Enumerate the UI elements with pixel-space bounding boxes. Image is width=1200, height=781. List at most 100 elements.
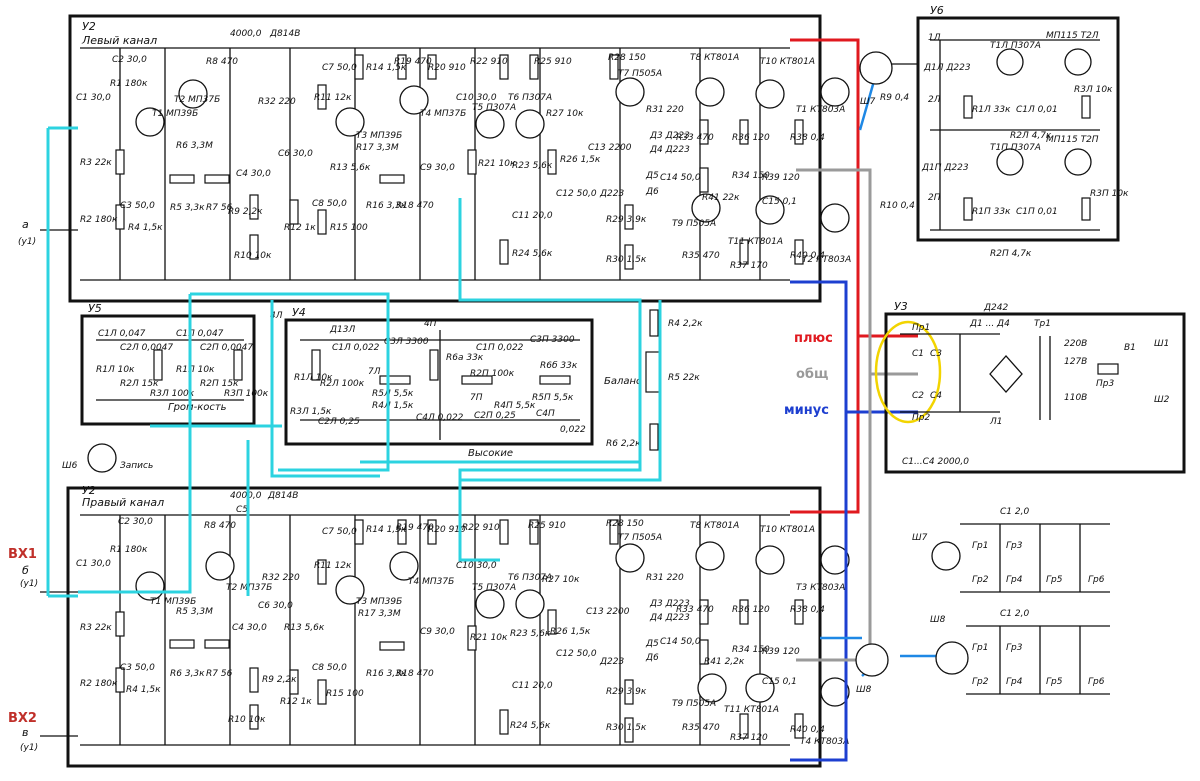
- left-res-label: R22 910: [470, 57, 508, 67]
- balance-r4-label: R4 2,2к: [668, 319, 703, 329]
- u6-part: R3Л 10к: [1074, 85, 1113, 95]
- u6-part: МП115 Т2Л: [1046, 31, 1099, 41]
- right-res-label: R41 2,2к: [704, 657, 745, 667]
- left-channel-board: У2 Левый канал: [68, 14, 851, 303]
- left-channel-title: Левый канал: [81, 34, 157, 47]
- sh7-label: Ш7: [912, 533, 928, 543]
- u5-part: R1Л 10к: [96, 365, 135, 375]
- right-res-label: R36 120: [732, 605, 770, 615]
- left-cap-label: С2 30,0: [112, 55, 147, 65]
- transistor-symbol: [135, 107, 165, 137]
- left-transistor-label: Т10 КТ801А: [760, 57, 815, 67]
- u4-part: R1Л 10к: [294, 373, 333, 383]
- right-cap-label: С4 30,0: [232, 623, 267, 633]
- u4-part: С4П: [536, 409, 555, 419]
- sh8-label: Ш8: [930, 615, 946, 625]
- balance-control-label: Баланс: [604, 376, 642, 387]
- balance-r6-label: R6 2,2к: [606, 439, 641, 449]
- output-sockets: Ш7 Ш8: [855, 51, 969, 695]
- right-misc-label: Д3 Д223: [649, 599, 690, 609]
- speaker-label: Гр1: [972, 541, 988, 551]
- left-transistor-label: Т5 П307А: [472, 103, 516, 113]
- right-res-label: R18 470: [396, 669, 434, 679]
- right-misc-label: Д814В: [267, 491, 298, 501]
- left-res-label: R29 3,9к: [606, 215, 647, 225]
- left-res-label: R4 1,5к: [128, 223, 163, 233]
- left-res-label: R27 10к: [546, 109, 584, 119]
- u6-part: R1Л 33к: [972, 105, 1011, 115]
- left-cap-label: С9 30,0: [420, 163, 455, 173]
- u4-part: С1Л 0,022: [332, 343, 380, 353]
- right-misc-label: Д223: [599, 657, 624, 667]
- right-res-label: R31 220: [646, 573, 684, 583]
- u4-part: R5Л 5,5к: [372, 389, 414, 399]
- u5-part: R3П 100к: [224, 389, 269, 399]
- sh2-label: Ш2: [1154, 395, 1170, 405]
- u6-part: R2П 4,7к: [990, 249, 1032, 259]
- left-cap-label: С8 50,0: [312, 199, 347, 209]
- u3-part: Пр3: [1096, 379, 1114, 389]
- u4-block: У4 4Л Д13Л С1Л 0,022 R1Л 10к R2Л 100к С2…: [270, 306, 594, 459]
- left-res-label: R30 1,5к: [606, 255, 647, 265]
- u3-part: С3: [930, 349, 942, 359]
- right-res-label: R1 180к: [110, 545, 148, 555]
- right-res-label: R28 150: [606, 519, 644, 529]
- left-res-label: R26 1,5к: [560, 155, 601, 165]
- left-transistor-label: Т4 МП37Б: [420, 109, 466, 119]
- speaker-label: Гр4: [1006, 575, 1023, 585]
- right-res-label: R11 12к: [314, 561, 352, 571]
- speaker-label: Гр4: [1006, 677, 1023, 687]
- u4-part: 4П: [424, 319, 437, 329]
- sh6-label: Ш6: [62, 461, 78, 471]
- u5-part: С1П 0,047: [176, 329, 224, 339]
- right-cap-label: С8 50,0: [312, 663, 347, 673]
- right-res-label: R13 5,6к: [284, 623, 325, 633]
- u4-part: 7П: [470, 393, 483, 403]
- right-res-label: R35 470: [682, 723, 720, 733]
- transistor-symbol: [515, 109, 545, 139]
- left-misc-label: Д223: [599, 189, 624, 199]
- left-res-label: R36 120: [732, 133, 770, 143]
- speaker-top-cap: С1 2,0: [1000, 507, 1029, 517]
- u6-part: С1П 0,01: [1016, 207, 1058, 217]
- left-transistor-label: Т1 КТ803А: [796, 105, 845, 115]
- right-res-label: R8 470: [204, 521, 236, 531]
- right-res-label: R37 120: [730, 733, 768, 743]
- right-res-label: R7 56: [206, 669, 233, 679]
- left-res-label: R2 180к: [80, 215, 118, 225]
- right-res-label: R32 220: [262, 573, 300, 583]
- right-transistor-label: Т9 П505А: [672, 699, 716, 709]
- left-cap-label: С11 20,0: [512, 211, 553, 221]
- left-transistor-label: Т9 П505А: [672, 219, 716, 229]
- input-v-label: в: [22, 726, 28, 739]
- left-res-label: R40 0,4: [790, 251, 825, 261]
- balance-r5-label: R5 22к: [668, 373, 700, 383]
- right-cap-label: С14 50,0: [660, 637, 701, 647]
- u4-part: R5П 5,5к: [532, 393, 574, 403]
- right-res-label: R27 10к: [542, 575, 580, 585]
- left-res-label: R18 470: [396, 201, 434, 211]
- right-channel-frame: [66, 486, 822, 768]
- u4-part: С2Л 0,25: [318, 417, 360, 427]
- left-res-label: R9 2,2к: [228, 207, 263, 217]
- u4-part: R4П 5,5к: [494, 401, 536, 411]
- u4-part: R6а 33к: [446, 353, 484, 363]
- right-res-label: R39 120: [762, 647, 800, 657]
- sh1-label: Ш1: [1154, 339, 1169, 349]
- u5-part: С1Л 0,047: [98, 329, 146, 339]
- diode-bridge-symbol: [989, 355, 1023, 393]
- u4-part: С4Л 0,022: [416, 413, 464, 423]
- transistor-symbol: [475, 109, 505, 139]
- left-cap-label: С13 2200: [588, 143, 632, 153]
- transistor-symbol: [755, 79, 785, 109]
- u4-part: С3Л 3300: [384, 337, 429, 347]
- u3-power-supply: У3 Д242 Д1 ... Д4 Тр1 Пр1 Пр2 С1 С2 С3 С…: [874, 300, 1186, 474]
- right-transistor-label: Т3 МП39Б: [356, 597, 402, 607]
- input-b-pin: (у1): [20, 579, 38, 589]
- u4-part: R4Л 1,5к: [372, 401, 414, 411]
- left-misc-label: Д5: [645, 171, 659, 181]
- left-res-label: R6 3,3М: [176, 141, 213, 151]
- u6-part: Д1Л Д223: [923, 63, 971, 73]
- u4-part: 0,022: [560, 425, 586, 435]
- left-res-label: R28 150: [608, 53, 646, 63]
